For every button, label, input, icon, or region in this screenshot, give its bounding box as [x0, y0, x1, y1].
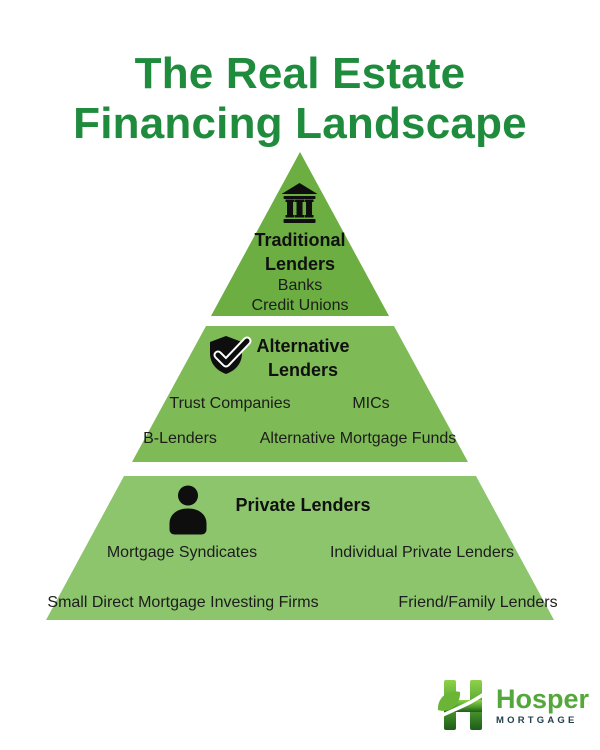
- shield-check-icon: [207, 334, 253, 378]
- tier-traditional-shape: [211, 152, 389, 316]
- tier-traditional-heading-line-1: Traditional: [254, 230, 346, 250]
- tier-alternative-heading-line-2: Lenders: [267, 360, 339, 380]
- tier-traditional: Traditional Lenders Banks Credit Unions: [251, 183, 349, 316]
- tier-private-heading: Private Lenders: [235, 495, 371, 515]
- tier-private-item-mortgage-syndicates: Mortgage Syndicates: [106, 544, 258, 561]
- tier-private-shape: [46, 476, 554, 620]
- hosper-logo-icon: [437, 677, 489, 733]
- hosper-logo-text: Hosper MORTGAGE: [496, 685, 589, 726]
- hosper-logo: Hosper MORTGAGE: [437, 677, 589, 733]
- person-icon: [168, 485, 210, 539]
- tier-alternative-item-alt-mortgage-funds: Alternative Mortgage Funds: [259, 430, 457, 447]
- tier-private-item-small-direct-firms: Small Direct Mortgage Investing Firms: [47, 594, 319, 611]
- tier-alternative-item-mics: MICs: [352, 395, 390, 412]
- page-title: The Real Estate Financing Landscape: [0, 49, 600, 149]
- tier-alternative-item-b-lenders: B-Lenders: [143, 430, 217, 447]
- logo-name: Hosper: [496, 683, 590, 714]
- tier-alternative-heading-line-1: Alternative: [256, 336, 350, 356]
- tier-traditional-item-banks: Banks: [277, 277, 323, 294]
- tier-private-item-friend-family-lenders: Friend/Family Lenders: [398, 594, 558, 611]
- title-line-2: Financing Landscape: [73, 99, 527, 149]
- tier-traditional-item-credit-unions: Credit Unions: [251, 297, 349, 314]
- tier-alternative-item-trust-companies: Trust Companies: [169, 395, 291, 412]
- tier-private-item-individual-private-lenders: Individual Private Lenders: [329, 544, 515, 561]
- bank-icon: [282, 183, 318, 223]
- logo-subtitle: MORTGAGE: [496, 714, 578, 726]
- tier-traditional-heading-line-2: Lenders: [264, 254, 336, 274]
- title-line-1: The Real Estate: [134, 49, 466, 99]
